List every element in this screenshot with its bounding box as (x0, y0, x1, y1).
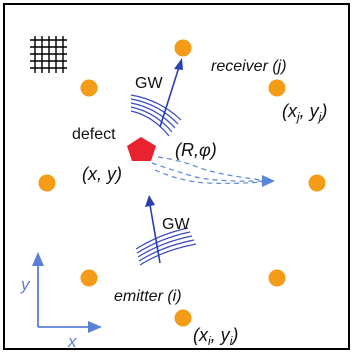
emitter-coords: (xi, yi) (193, 325, 238, 348)
node (38, 174, 56, 192)
lattice-nodes (38, 39, 326, 327)
gw-label-bottom: GW (162, 216, 190, 233)
emitter-label: emitter (i) (114, 288, 182, 305)
defect-label: defect (72, 126, 116, 143)
scatter-arrowhead (262, 175, 275, 187)
node (268, 269, 286, 287)
gw-arrow-top (159, 58, 183, 128)
gw-wavefronts-top (130, 94, 182, 137)
node (308, 174, 326, 192)
receiver-coords: (xj, yj) (282, 101, 327, 124)
gw-wavefronts-bottom (135, 227, 197, 266)
gw-label-top: GW (135, 75, 163, 92)
pentagon-defect-icon (127, 137, 156, 161)
defect-coords: (x, y) (82, 164, 122, 184)
node (80, 79, 98, 97)
axis-x-label: x (67, 332, 77, 351)
scatter-waves (151, 156, 263, 184)
node (80, 269, 98, 287)
polar-coords: (R,φ) (175, 140, 217, 160)
receiver-label: receiver (j) (211, 58, 287, 75)
receiver-node (268, 79, 286, 97)
grid-icon (30, 36, 67, 73)
gw-arrow-bottom (145, 195, 161, 264)
emitter-node (174, 309, 192, 327)
node (174, 39, 192, 57)
coordinate-axes (32, 252, 102, 333)
axis-y-label: y (20, 275, 31, 294)
